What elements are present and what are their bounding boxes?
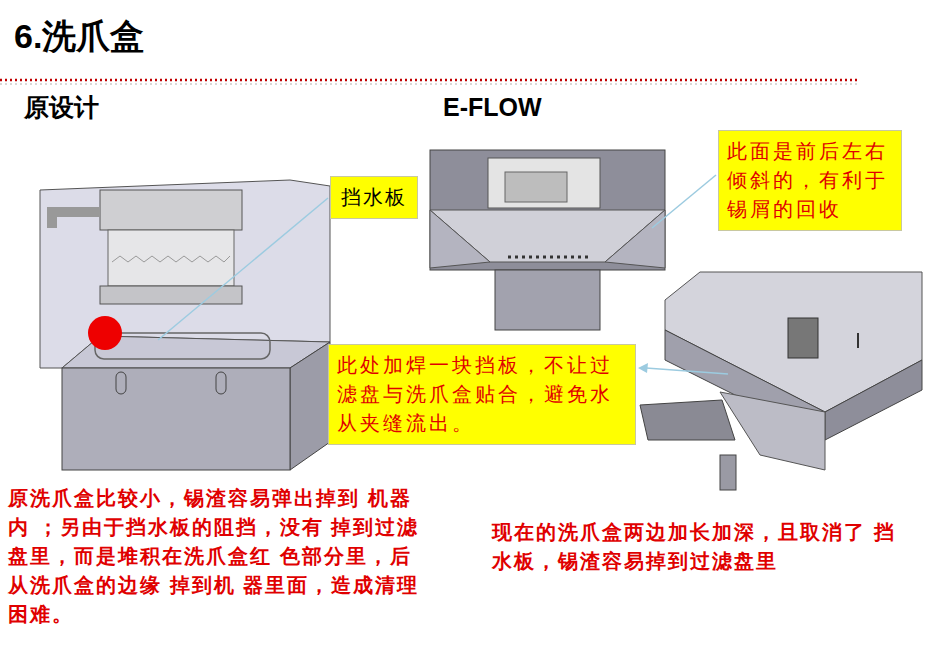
leader-line xyxy=(158,198,328,340)
note-text: 原洗爪盒比较小，锡渣容易弹出掉到 机器内 ；另由于挡水板的阻挡，没有 掉到过滤盘… xyxy=(8,484,420,629)
eflow-box-top xyxy=(430,150,665,330)
eflow-box-side xyxy=(640,272,922,490)
callout-box: 此处加焊一块挡板，不让过 滤盘与洗爪盒贴合，避免水 从夹缝流出。 xyxy=(328,344,636,445)
callout-text: 挡水板 xyxy=(341,183,407,212)
box-front xyxy=(62,368,290,470)
brush-housing xyxy=(488,158,600,208)
water-pipe xyxy=(52,212,100,228)
leader-line xyxy=(652,175,716,228)
filter-tray xyxy=(640,400,735,440)
callout-box: 此面是前后左右 倾斜的，有利于 锡屑的回收 xyxy=(718,130,902,231)
arrowhead xyxy=(638,363,648,373)
brush xyxy=(108,230,234,286)
divider-line xyxy=(0,84,858,85)
drain-holes xyxy=(508,256,590,259)
box-side xyxy=(290,342,330,470)
divider-line xyxy=(0,79,858,82)
note-text: 现在的洗爪盒两边加长加深，且取消了 挡水板，锡渣容易掉到过滤盘里 xyxy=(492,518,912,576)
slide-title: 6.洗爪盒 xyxy=(14,14,144,60)
callout-text: 此面是前后左右 倾斜的，有利于 锡屑的回收 xyxy=(727,137,893,224)
brush-holder xyxy=(788,318,818,358)
original-box xyxy=(40,180,330,470)
box-neck xyxy=(495,270,600,330)
outlet-pipe xyxy=(720,455,736,490)
box-side xyxy=(825,360,922,440)
sloped-face xyxy=(605,210,665,268)
section-heading: 原设计 xyxy=(24,92,99,122)
callout-text: 此处加焊一块挡板，不让过 滤盘与洗爪盒贴合，避免水 从夹缝流出。 xyxy=(337,351,627,438)
slot xyxy=(857,333,859,348)
box-wall xyxy=(40,180,330,368)
red-marker xyxy=(88,316,122,350)
box-back xyxy=(430,150,665,270)
sloped-face xyxy=(430,210,490,268)
leader-arrow xyxy=(646,368,728,374)
brush-housing xyxy=(100,190,242,230)
brush xyxy=(505,172,567,202)
slot xyxy=(216,372,226,394)
callout-box: 挡水板 xyxy=(330,176,418,219)
brush-base xyxy=(100,286,242,304)
section-heading: E-FLOW xyxy=(443,92,542,122)
slot xyxy=(116,372,126,394)
brush-bristles xyxy=(112,256,230,262)
